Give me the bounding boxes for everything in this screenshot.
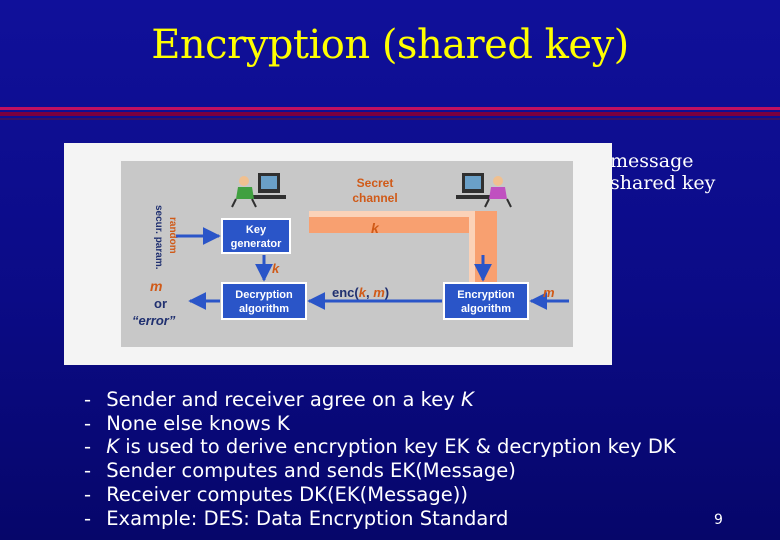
output-or-label: or xyxy=(154,296,167,311)
bullet-item: - Example: DES: Data Encryption Standard xyxy=(84,506,509,530)
page-number: 9 xyxy=(714,512,723,528)
title-divider-secondary xyxy=(0,112,780,116)
legend-description: shared key xyxy=(610,172,716,194)
encryption-label-line2: algorithm xyxy=(461,303,511,315)
bullet-item: - None else knows K xyxy=(84,411,290,435)
encryption-diagram: Secret channel k random secur. param. Ke… xyxy=(64,143,612,365)
bullet-item: - Receiver computes DK(EK(Message)) xyxy=(84,483,468,506)
sender-person-icon xyxy=(231,173,286,208)
slide-title: Encryption (shared key) xyxy=(151,22,629,68)
key-generator-label-line2: generator xyxy=(231,238,282,250)
decryption-label-line2: algorithm xyxy=(239,303,289,315)
bullet-item: - K is used to derive encryption key EK … xyxy=(84,435,676,458)
bullet-list: - Sender and receiver agree on a key K -… xyxy=(84,388,744,530)
bullet-item: - Sender computes and sends EK(Message) xyxy=(84,458,516,482)
legend-description: message xyxy=(610,150,694,172)
secret-channel-label-line1: Secret xyxy=(357,176,394,190)
encryption-label-line1: Encryption xyxy=(457,289,515,301)
receiver-person-icon xyxy=(456,173,512,208)
input-message-label: m xyxy=(543,285,555,300)
title-divider xyxy=(0,107,780,110)
secur-param-label: secur. param. xyxy=(153,205,164,270)
key-generator-label-line1: Key xyxy=(246,224,267,236)
decryption-algorithm-box xyxy=(221,282,307,320)
encryption-algorithm-box xyxy=(443,282,529,320)
decryption-key-label: k xyxy=(272,261,280,276)
bullet-item: - Sender and receiver agree on a key K xyxy=(84,388,474,411)
output-error-label: “error” xyxy=(132,313,176,328)
diagram-svg: Secret channel k random secur. param. Ke… xyxy=(121,161,573,347)
ciphertext-label: enc(k, m) xyxy=(332,285,389,300)
random-label: random xyxy=(167,217,178,254)
legend: mmessage kshared key xyxy=(580,150,715,194)
decryption-label-line1: Decryption xyxy=(235,289,293,301)
secret-channel-label-line2: channel xyxy=(352,191,397,205)
output-message-label: m xyxy=(150,278,162,294)
title-divider-tertiary xyxy=(0,118,780,120)
channel-key-label: k xyxy=(371,220,380,236)
key-generator-box xyxy=(221,218,291,254)
